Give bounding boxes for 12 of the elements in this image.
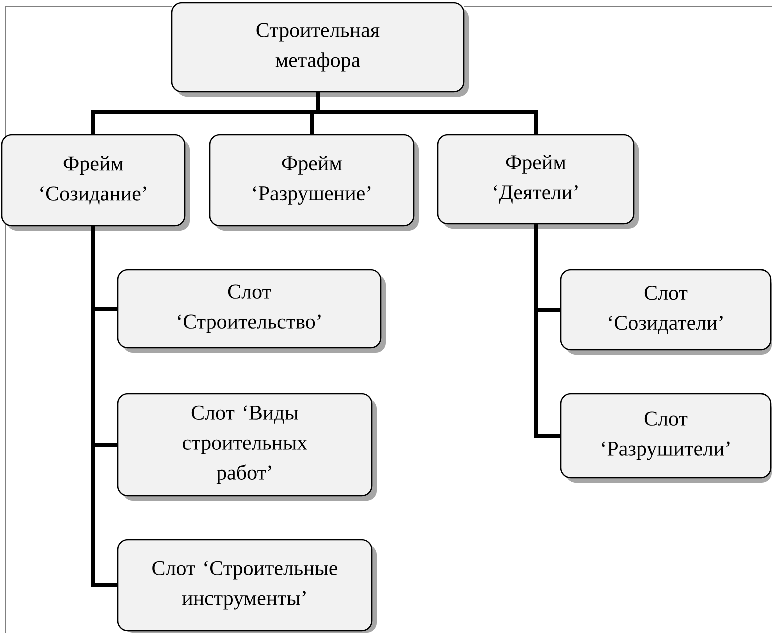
box: Строительная метафора (171, 2, 469, 97)
connector-line (316, 92, 538, 134)
box: Слот ‘Виды строительных работ’ (117, 393, 377, 501)
box: Слот ‘Строительство’ (117, 269, 386, 353)
box: Слот ‘Созидатели’ (560, 269, 772, 355)
box: Фрейм ‘Разрушение’ (209, 134, 419, 231)
box: Слот ‘Строительные инструменты’ (117, 539, 377, 633)
connector-line (534, 224, 560, 438)
connector-line (92, 226, 118, 588)
box: Фрейм ‘Деятели’ (437, 134, 639, 229)
box: Фрейм ‘Созидание’ (1, 134, 190, 231)
box: Слот ‘Разрушители’ (560, 393, 772, 483)
